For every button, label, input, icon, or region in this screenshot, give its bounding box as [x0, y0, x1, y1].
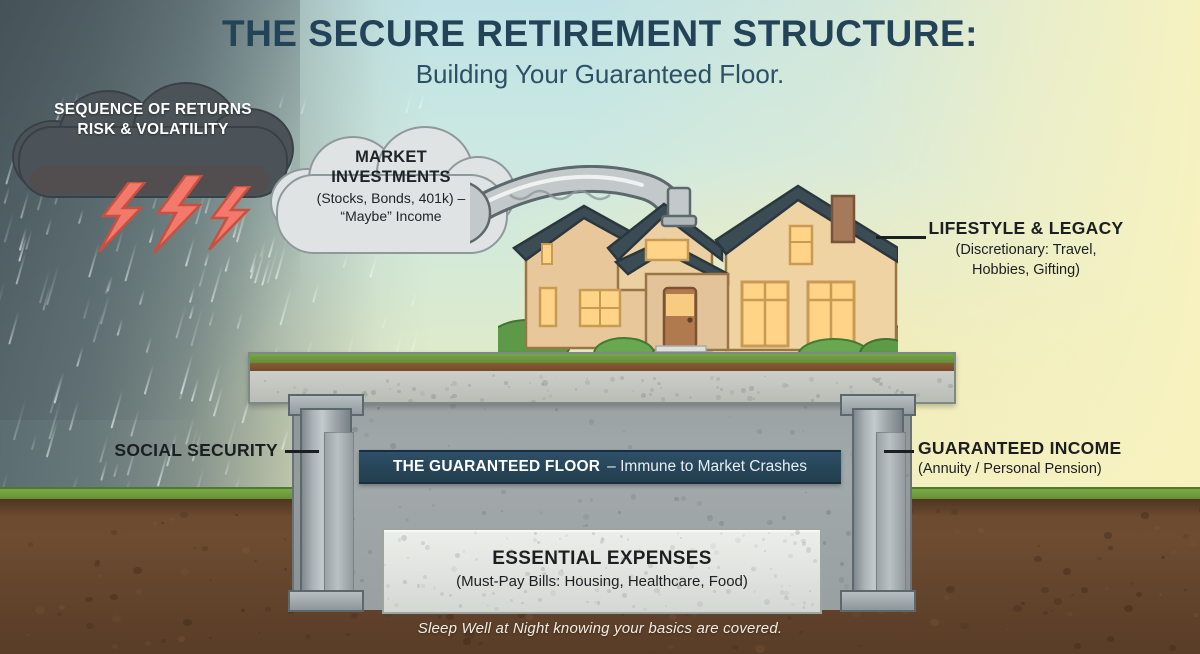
guaranteed-floor-banner: THE GUARANTEED FLOOR – Immune to Market … [359, 450, 841, 484]
column-base [840, 590, 916, 612]
essential-expenses-sub: (Must-Pay Bills: Housing, Healthcare, Fo… [456, 573, 748, 590]
storm-cloud-label: SEQUENCE OF RETURNS RISK & VOLATILITY [8, 100, 298, 140]
guaranteed-income-heading: GUARANTEED INCOME [918, 438, 1122, 458]
floor-banner-bold: THE GUARANTEED FLOOR [392, 458, 601, 475]
column-shaft [852, 408, 906, 606]
footer-tagline: Sleep Well at Night knowing your basics … [417, 620, 783, 637]
support-column-guaranteed-income [840, 394, 916, 612]
leader-line-social-security [285, 450, 319, 453]
lifestyle-sub-line2: Hobbies, Gifting) [972, 262, 1080, 279]
lightning-bolt-icon [95, 182, 153, 252]
leader-line-lifestyle [876, 236, 926, 239]
market-sub-line1: (Stocks, Bonds, 401k) – [316, 189, 466, 206]
column-base [288, 590, 364, 612]
label-guaranteed-income: GUARANTEED INCOME (Annuity / Personal Pe… [918, 438, 1188, 477]
market-cloud-label: MARKET INVESTMENTS (Stocks, Bonds, 401k)… [268, 148, 514, 225]
lightning-bolt-icon [148, 175, 210, 253]
slab-soil-layer [250, 363, 954, 371]
label-lifestyle-legacy: LIFESTYLE & LEGACY (Discretionary: Trave… [876, 218, 1176, 279]
market-heading-line2: INVESTMENTS [331, 167, 451, 186]
column-highlight [324, 432, 354, 606]
floor-banner-normal: – Immune to Market Crashes [607, 458, 808, 475]
market-heading-line1: MARKET [355, 148, 427, 166]
storm-label-line1: SEQUENCE OF RETURNS [54, 101, 252, 118]
support-column-social-security [288, 394, 364, 612]
lightning-bolt-icon [204, 186, 258, 250]
storm-region-overlay-dark [0, 0, 300, 420]
foundation-block: ESSENTIAL EXPENSES (Must-Pay Bills: Hous… [382, 528, 822, 614]
page-title: THE SECURE RETIREMENT STRUCTURE: Buildin… [0, 14, 1200, 89]
leader-line-guaranteed-income [884, 450, 914, 453]
essential-expenses-label: ESSENTIAL EXPENSES (Must-Pay Bills: Hous… [384, 548, 820, 590]
label-social-security: SOCIAL SECURITY [88, 440, 278, 461]
lifestyle-heading: LIFESTYLE & LEGACY [928, 218, 1124, 238]
social-security-heading: SOCIAL SECURITY [114, 440, 278, 460]
storm-label-line2: RISK & VOLATILITY [77, 120, 229, 138]
slab-grass-top [250, 354, 954, 363]
title-main: THE SECURE RETIREMENT STRUCTURE: [221, 13, 979, 54]
lifestyle-sub-line1: (Discretionary: Travel, [955, 242, 1097, 258]
house-icon [485, 178, 913, 374]
essential-expenses-heading: ESSENTIAL EXPENSES [492, 548, 712, 569]
column-highlight [876, 432, 906, 606]
column-shaft [300, 408, 354, 606]
title-subtitle: Building Your Guaranteed Floor. [415, 58, 785, 89]
floor-slab [248, 352, 956, 405]
guaranteed-income-sub: (Annuity / Personal Pension) [918, 461, 1102, 477]
market-sub-line2: “Maybe” Income [340, 208, 442, 225]
market-investments-cloud-icon: MARKET INVESTMENTS (Stocks, Bonds, 401k)… [268, 122, 516, 262]
storm-cloud-icon: SEQUENCE OF RETURNS RISK & VOLATILITY [8, 82, 298, 202]
